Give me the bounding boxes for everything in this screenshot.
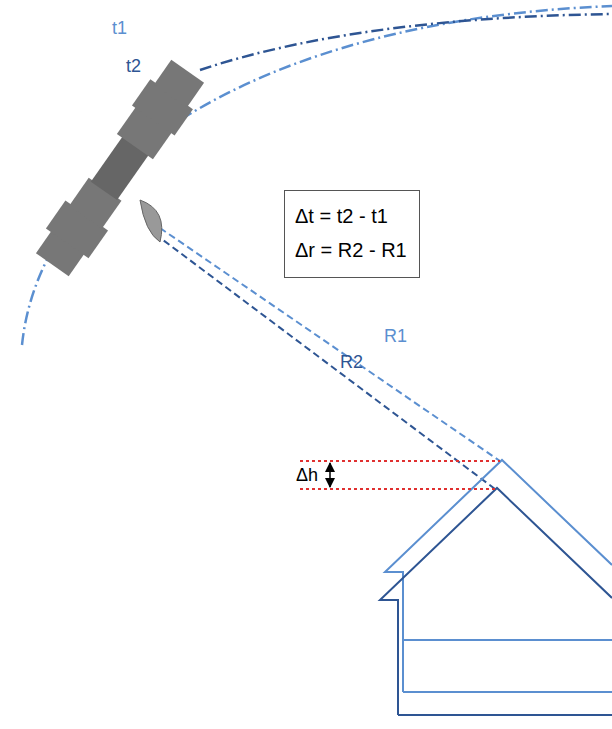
formula-text: Δr = R2 - R1 <box>295 233 409 267</box>
orbit-t2 <box>200 14 612 70</box>
formula-text: Δt = t2 - t1 <box>295 199 409 233</box>
height-arrow <box>329 463 331 487</box>
orbit-t1 <box>22 6 612 345</box>
height-guide <box>300 488 495 490</box>
antenna-dish <box>140 200 162 242</box>
houses <box>380 460 612 715</box>
formula-box: Δt = t2 - t1Δr = R2 - R1 <box>284 190 420 278</box>
time-label: t1 <box>112 18 127 38</box>
range-label: R1 <box>384 326 407 346</box>
height-label: Δh <box>296 465 318 485</box>
time-label: t2 <box>126 56 141 76</box>
satellite <box>31 56 209 279</box>
range-label: R2 <box>340 352 363 372</box>
height-guide <box>300 460 500 462</box>
